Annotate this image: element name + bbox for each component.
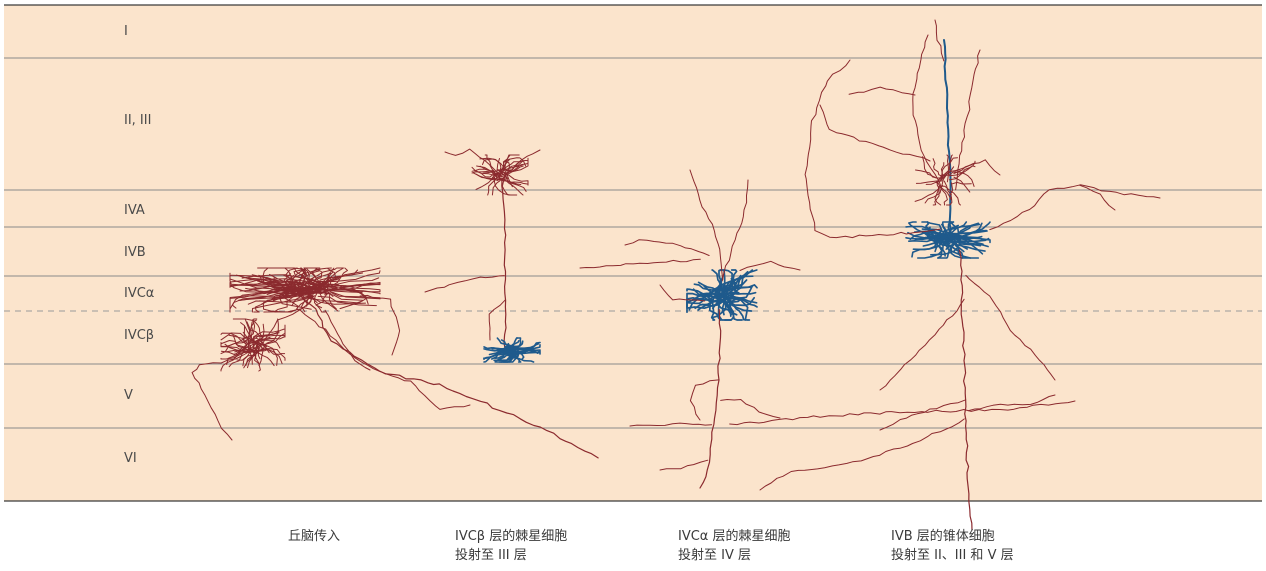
caption-line-2: 投射至 III 层 [455, 548, 527, 563]
layer-boundaries [4, 57, 1262, 429]
ivb-pyramidal-neuron [759, 19, 1161, 531]
caption-line-1: IVCβ 层的棘星细胞 [455, 529, 568, 544]
thalamic-afferent-axon [191, 267, 599, 459]
layer-label-V: V [124, 388, 133, 403]
caption-ivcb-stellate: IVCβ 层的棘星细胞 投射至 III 层 [455, 527, 567, 565]
layer-label-IVA: IVA [124, 203, 145, 218]
ivcb-stellate-neuron [424, 148, 541, 363]
layer-label-I: I [124, 24, 128, 39]
cortex-background [4, 5, 1262, 501]
caption-line-1: IVCα 层的棘星细胞 [678, 529, 791, 544]
caption-ivca-stellate: IVCα 层的棘星细胞 投射至 IV 层 [678, 527, 791, 565]
caption-line-1: IVB 层的锥体细胞 [891, 529, 995, 544]
caption-line-2: 投射至 II、III 和 V 层 [891, 548, 1014, 563]
layer-label-VI: VI [124, 451, 137, 466]
layer-label-IVCa: IVCα [124, 286, 155, 301]
layer-label-IVB: IVB [124, 245, 146, 260]
caption-line-2: 投射至 IV 层 [678, 548, 751, 563]
caption-ivb-pyramidal: IVB 层的锥体细胞 投射至 II、III 和 V 层 [891, 527, 1014, 565]
caption-line-1: 丘脑传入 [288, 529, 341, 544]
layer-label-IVCb: IVCβ [124, 328, 155, 343]
caption-thalamic-afferent: 丘脑传入 [288, 527, 340, 546]
ivca-stellate-neuron [579, 169, 1076, 489]
layer-label-II-III: II, III [124, 113, 152, 128]
